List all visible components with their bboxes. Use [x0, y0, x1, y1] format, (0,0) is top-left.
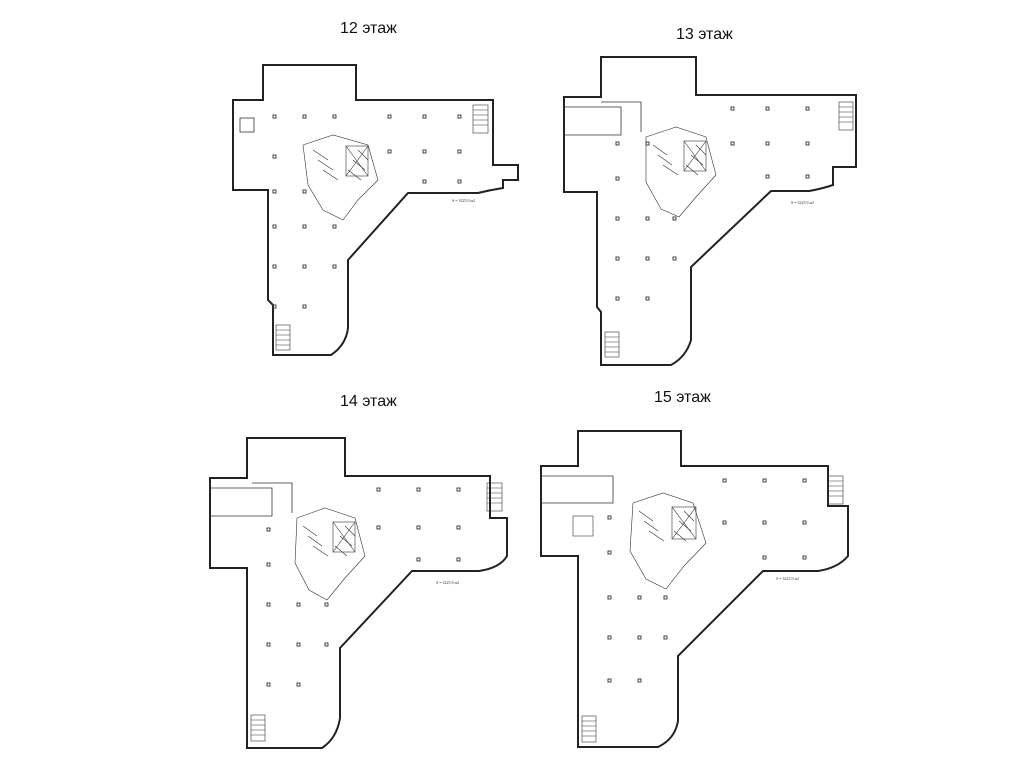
floor-plan-14: 14 этаж S = 3225,9 м2: [0, 383, 511, 767]
floor-title: 15 этаж: [654, 389, 711, 406]
floor-title: 13 этаж: [676, 26, 733, 43]
area-note: S = 3225,9 м2: [452, 198, 475, 204]
floor-plan-drawing: S = 3225,9 м2: [563, 56, 857, 366]
area-note: S = 3225,9 м2: [436, 580, 459, 586]
floor-plan-15: 15 этаж S = 3225,9 м2: [511, 383, 1022, 767]
floor-title: 12 этаж: [340, 20, 397, 37]
floor-plan-drawing: S = 3225,9 м2: [540, 430, 849, 748]
floor-plan-13: 13 этаж S = 3225,9 м2: [511, 0, 1022, 383]
area-note: S = 3225,9 м2: [791, 200, 814, 206]
area-note: S = 3225,9 м2: [776, 576, 799, 582]
floor-title: 14 этаж: [340, 393, 397, 410]
floor-plan-12: 12 этаж S = 3225,9 м2: [0, 0, 519, 383]
floor-plan-drawing: S = 3225,9 м2: [209, 437, 508, 749]
floor-plan-drawing: S = 3225,9 м2: [232, 64, 519, 356]
